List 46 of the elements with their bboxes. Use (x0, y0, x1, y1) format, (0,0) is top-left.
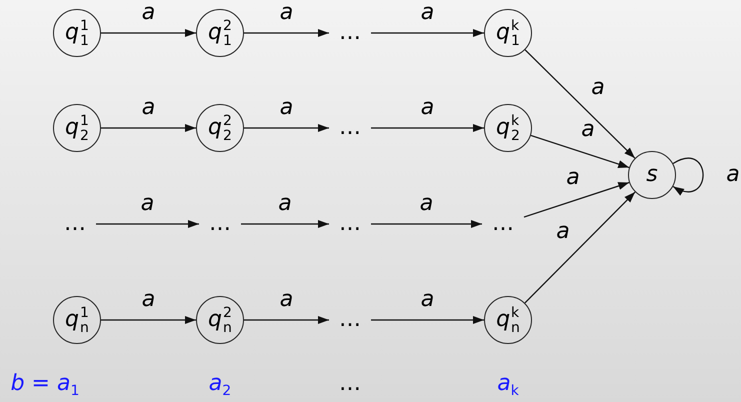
ellipsis: … (339, 373, 361, 395)
transition-arrow (371, 220, 482, 228)
ellipsis: … (333, 26, 367, 40)
edge-label: a (420, 193, 434, 215)
transition-arrow (672, 158, 704, 195)
edge-label: a (280, 97, 294, 119)
transition-arrow (371, 29, 484, 37)
ellipsis: … (203, 217, 237, 231)
transition-arrow (101, 29, 196, 37)
transition-arrow (371, 124, 484, 132)
edge-label: a (726, 164, 740, 186)
edge-label: a (142, 289, 156, 311)
transition-arrow (524, 192, 636, 304)
transition-arrow (241, 220, 329, 228)
transition-arrow (530, 134, 630, 168)
column-label: b = a$_{1}$ (10, 373, 80, 395)
transition-arrow (101, 316, 196, 324)
transition-arrow (244, 316, 329, 324)
edge-label: a (591, 77, 605, 99)
transition-arrow (524, 182, 630, 218)
transition-arrow (244, 29, 329, 37)
edge-label: a (140, 193, 154, 215)
edge-label: a (420, 289, 434, 311)
edge-label: a (278, 193, 292, 215)
edge-label: a (280, 289, 294, 311)
edge-label: a (420, 2, 434, 24)
ellipsis: … (333, 217, 367, 231)
transition-arrow (524, 49, 636, 159)
transition-arrow (101, 124, 196, 132)
state-circle: s (628, 151, 676, 199)
edge-label: a (556, 221, 570, 243)
ellipsis: … (333, 313, 367, 327)
column-label: a$_{k}$ (497, 373, 519, 395)
column-label: a$_{2}$ (208, 373, 232, 395)
edge-label: a (142, 97, 156, 119)
ellipsis: … (58, 217, 92, 231)
edge-label: a (142, 2, 156, 24)
ellipsis: … (486, 217, 520, 231)
edge-label: a (581, 119, 595, 141)
transition-arrow (371, 316, 484, 324)
edge-label: a (280, 2, 294, 24)
transition-arrow (96, 220, 199, 228)
ellipsis: … (333, 121, 367, 135)
edge-label: a (566, 167, 580, 189)
transition-arrow (244, 124, 329, 132)
edge-label: a (420, 97, 434, 119)
